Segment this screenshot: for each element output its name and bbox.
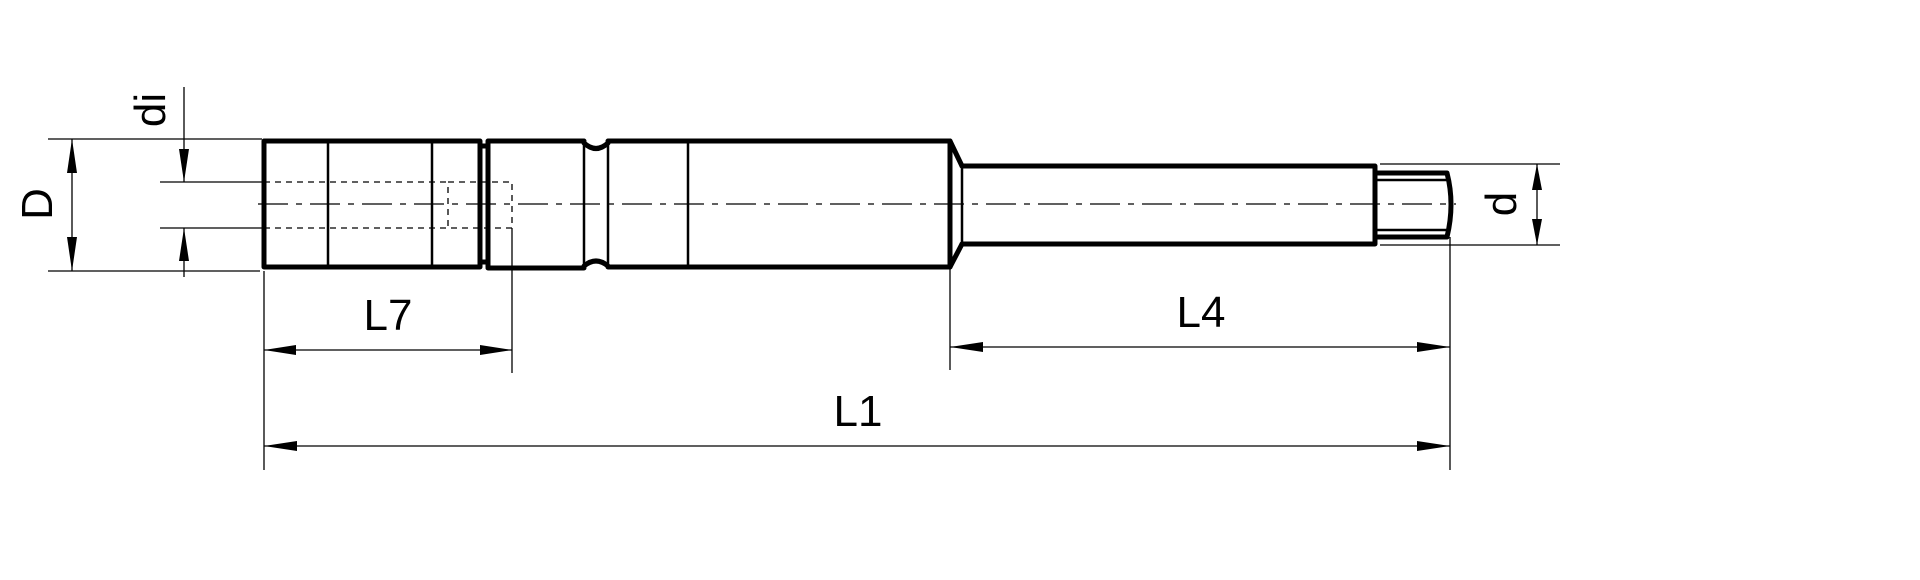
dimension-D: D: [13, 138, 262, 272]
label-di: di: [126, 93, 175, 127]
label-L1: L1: [834, 387, 883, 436]
threaded-end: [1372, 170, 1454, 240]
body-segment-3: [605, 138, 965, 270]
label-d: d: [1477, 192, 1526, 216]
dimension-L7: L7: [263, 228, 513, 470]
dimension-L1: L1: [264, 387, 1450, 451]
label-L4: L4: [1177, 288, 1226, 337]
hidden-bore: [160, 181, 513, 229]
groove: [581, 140, 611, 269]
dimension-di: di: [126, 87, 189, 277]
label-L7: L7: [364, 291, 413, 340]
body-segment-2: [485, 138, 587, 271]
label-D: D: [13, 188, 62, 220]
dimension-L4: L4: [949, 237, 1451, 470]
dimension-d: d: [1380, 163, 1560, 246]
shank: [959, 163, 1378, 247]
